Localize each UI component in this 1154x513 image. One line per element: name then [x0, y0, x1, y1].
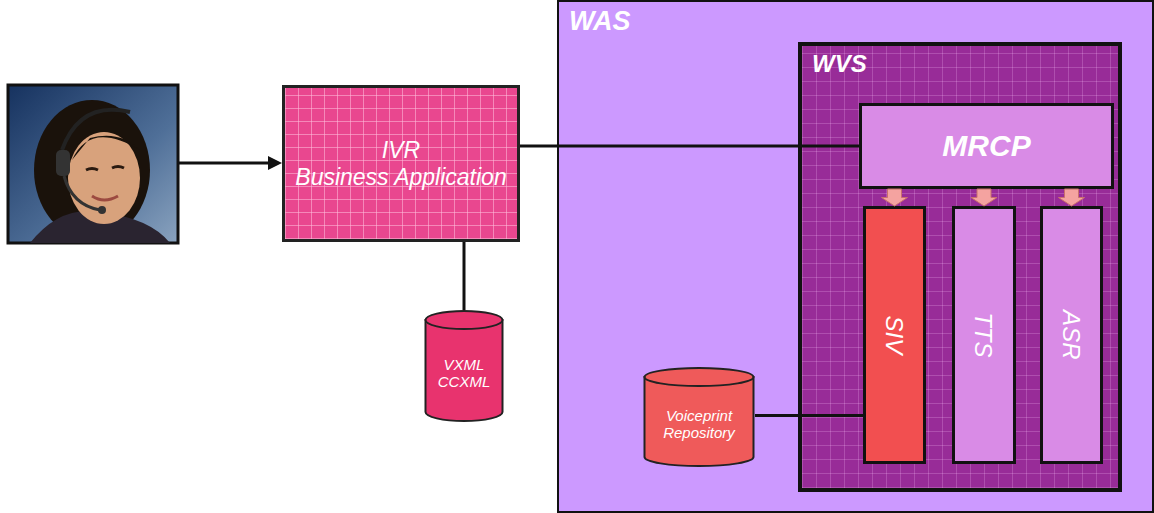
flow-arrow: [179, 156, 282, 170]
database-cylinder: VXML CCXML: [424, 310, 504, 422]
engine-column: TTS: [952, 206, 1016, 464]
server-region: WVS MRCP SIV TTS ASR: [798, 42, 1122, 492]
node-label: MRCP: [942, 129, 1030, 164]
server-region: WAS WVS MRCP SIV TTS ASR Voiceprint Repository: [557, 0, 1154, 513]
engine-label: ASR: [1058, 310, 1086, 359]
process-box: IVRBusiness Application: [282, 85, 520, 242]
region-label: WVS: [812, 50, 867, 78]
engine-column: ASR: [1040, 206, 1103, 464]
region-label: WAS: [569, 6, 631, 37]
node-label: VXML CCXML: [428, 356, 500, 391]
engine-label: SIV: [881, 316, 909, 355]
agent-photo: [8, 85, 178, 243]
connector-line: [520, 145, 859, 148]
engine-column: SIV: [863, 206, 926, 464]
node-label: IVR: [382, 137, 420, 163]
node-label: Voiceprint Repository: [647, 407, 751, 442]
block-arrow: [1059, 189, 1085, 206]
database-cylinder: Voiceprint Repository: [643, 367, 755, 467]
block-arrow: [971, 189, 997, 206]
protocol-box: MRCP: [859, 103, 1114, 189]
engine-label: TTS: [970, 312, 998, 357]
connector-line: [755, 414, 863, 417]
node-label: Business Application: [295, 164, 506, 190]
block-arrow: [882, 189, 908, 206]
connector-line: [463, 242, 466, 310]
